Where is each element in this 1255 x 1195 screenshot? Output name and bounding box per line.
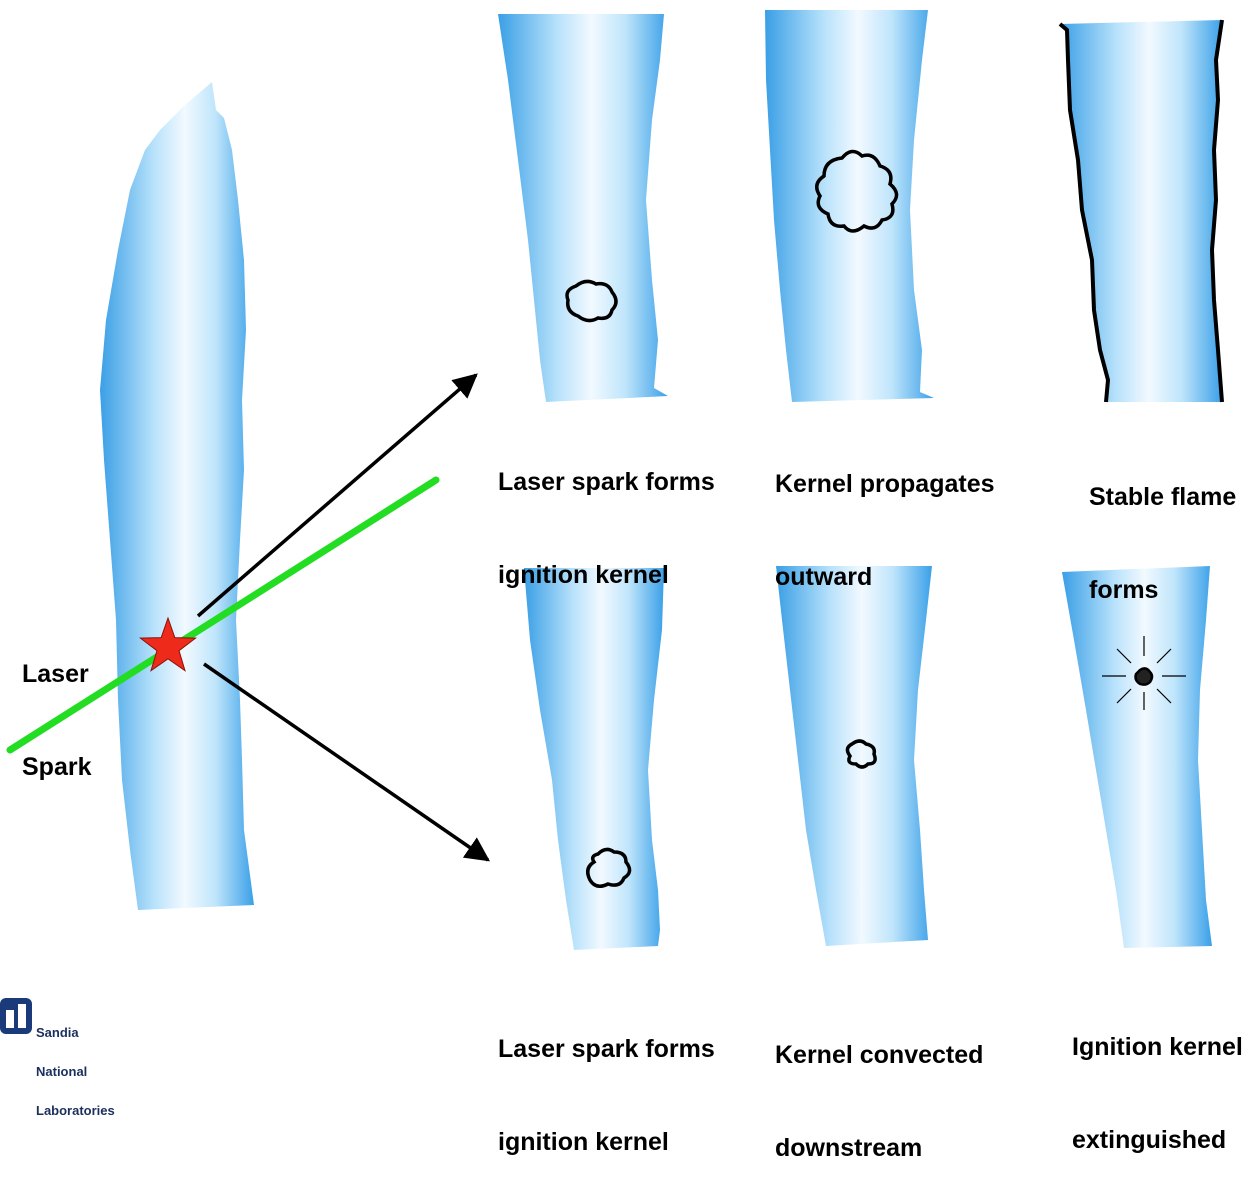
sandia-logo-icon [0, 998, 32, 1034]
caption-top-1: Laser spark forms ignition kernel [498, 405, 715, 622]
extinguished-kernel-bottom-3 [1136, 668, 1153, 684]
main-flame-label: Laser Spark [22, 597, 91, 814]
flame-top-1 [498, 14, 668, 402]
caption-bottom-3: Ignition kernel extinguished [1072, 970, 1243, 1187]
flame-bottom-1 [524, 568, 664, 950]
caption-bottom-1: Laser spark forms ignition kernel [498, 972, 715, 1189]
main-flame [100, 82, 254, 910]
caption-top-2: Kernel propagates outward [775, 407, 995, 624]
flame-top-3 [1060, 20, 1222, 402]
caption-bottom-2: Kernel convected downstream [775, 978, 983, 1195]
caption-top-3: Stable flame forms [1089, 420, 1236, 637]
sandia-logo-text: Sandia National Laboratories [36, 1000, 115, 1130]
flame-top-2 [765, 10, 934, 402]
arrow-to-ignition-failure [204, 664, 488, 860]
